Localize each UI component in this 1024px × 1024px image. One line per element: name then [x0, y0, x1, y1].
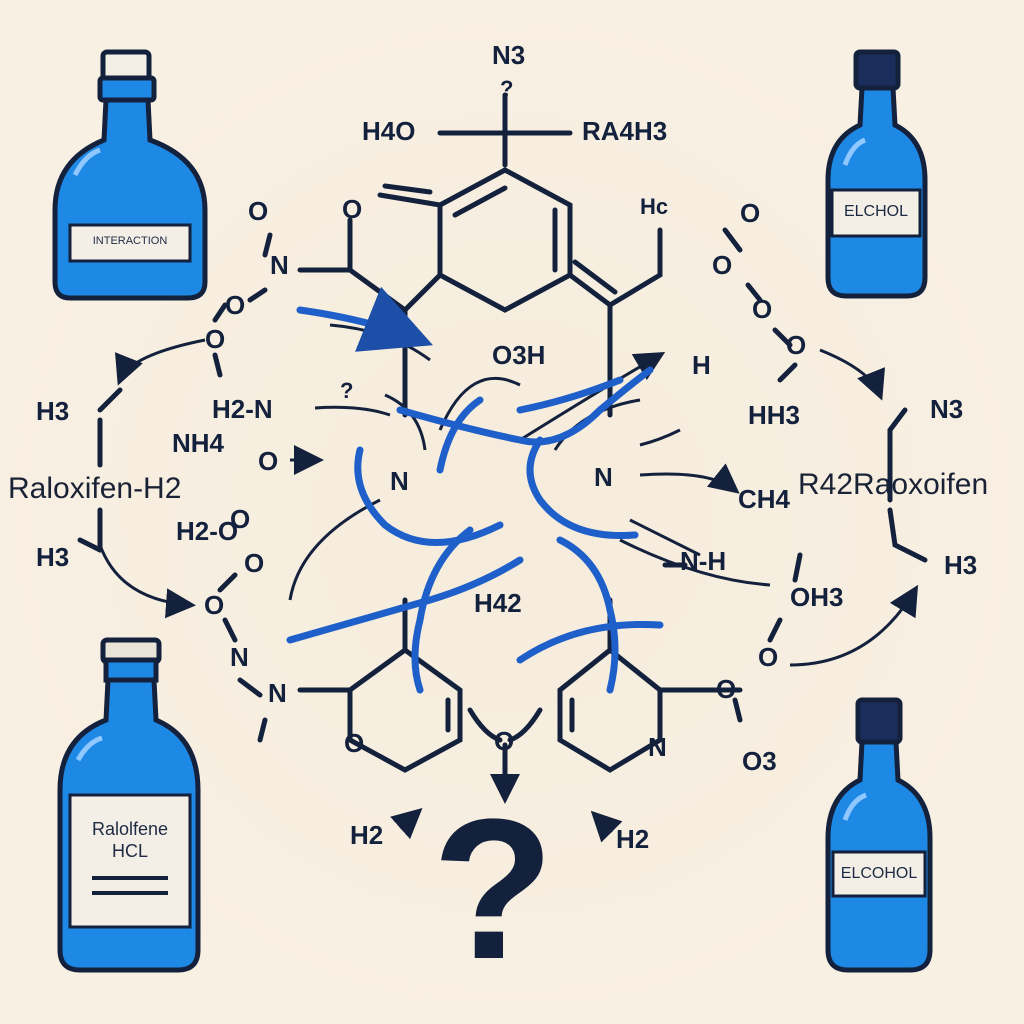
- bottle-top-right: [825, 49, 928, 299]
- bottle-bottom-right: [825, 697, 933, 973]
- bottle-top-left: [52, 49, 208, 301]
- label-n-center-left: N: [390, 466, 409, 496]
- label-oh3: OH3: [790, 582, 844, 612]
- label-h3-left-bottom: H3: [36, 542, 70, 572]
- label-o3h: O3H: [492, 340, 546, 370]
- label-n-center-right: N: [594, 462, 613, 492]
- label-o-r2: O: [712, 250, 733, 280]
- label-o-r3: O: [752, 294, 773, 324]
- label-o-l3: O: [205, 324, 226, 354]
- label-r42-raoxoifen: R42Raoxoifen: [798, 468, 989, 501]
- bottle-label-elcohol: ELCOHOL: [840, 865, 918, 882]
- label-n3-top: N3: [492, 40, 526, 70]
- label-o-r6: O: [716, 674, 737, 704]
- bottle-label-hcl: HCL: [111, 841, 148, 861]
- bottle-bottom-left: [57, 637, 201, 973]
- label-n3-right: N3: [930, 394, 964, 424]
- label-ch4: CH4: [738, 484, 791, 514]
- label-n-left-bottom: N: [230, 642, 249, 672]
- label-o-l6: O: [244, 548, 265, 578]
- label-o-r5: O: [758, 642, 779, 672]
- label-n-left-top: N: [270, 250, 289, 280]
- label-o-l5: O: [230, 504, 251, 534]
- label-hh3: HH3: [748, 400, 801, 430]
- label-h2-n-question: ?: [340, 378, 354, 403]
- label-h3-right: H3: [944, 550, 978, 580]
- label-o-r4: O: [786, 330, 807, 360]
- label-o-l1: O: [248, 196, 269, 226]
- label-o-l7: O: [204, 590, 225, 620]
- label-n-h: N-H: [680, 546, 727, 576]
- label-ra4h3: RA4H3: [582, 116, 668, 146]
- label-h2-bottom-right: H2: [616, 824, 650, 854]
- label-h42: H42: [474, 588, 522, 618]
- bottle-label-ralolfene: Ralolfene: [91, 819, 169, 839]
- reaction-arrows: [98, 323, 919, 843]
- background-panel: [12, 22, 1012, 1007]
- label-n-left-bottom-2: N: [268, 678, 287, 708]
- bottle-label-interaction: INTERACTION: [92, 235, 168, 247]
- label-raloxifen: Raloxifen-H2: [8, 472, 182, 505]
- label-n-bottom-ring: N: [648, 732, 667, 762]
- label-question-top: ?: [500, 76, 514, 101]
- label-h-right: H: [692, 350, 711, 380]
- label-o-r1: O: [740, 198, 761, 228]
- label-h2-n: H2-N: [212, 394, 273, 424]
- label-o-ring-top: O: [342, 194, 363, 224]
- label-h2-bottom-left: H2: [350, 820, 384, 850]
- label-h2-o: H2-O: [176, 516, 239, 546]
- blue-bonds: [286, 286, 664, 694]
- label-o-l4: O: [258, 446, 279, 476]
- label-hc: Hc: [640, 194, 669, 219]
- molecule-bonds: [77, 92, 928, 793]
- label-nh4: NH4: [172, 428, 225, 458]
- label-o3: O3: [742, 746, 777, 776]
- label-h4o: H4O: [362, 116, 416, 146]
- bottle-label-elchol: ELCHOL: [843, 203, 909, 220]
- label-o-ring-bottom: O: [344, 728, 365, 758]
- label-h3-left-top: H3: [36, 396, 70, 426]
- label-o-bottom: O: [494, 726, 515, 756]
- question-mark-icon: ?: [432, 778, 555, 1001]
- label-o-l2: O: [225, 290, 246, 320]
